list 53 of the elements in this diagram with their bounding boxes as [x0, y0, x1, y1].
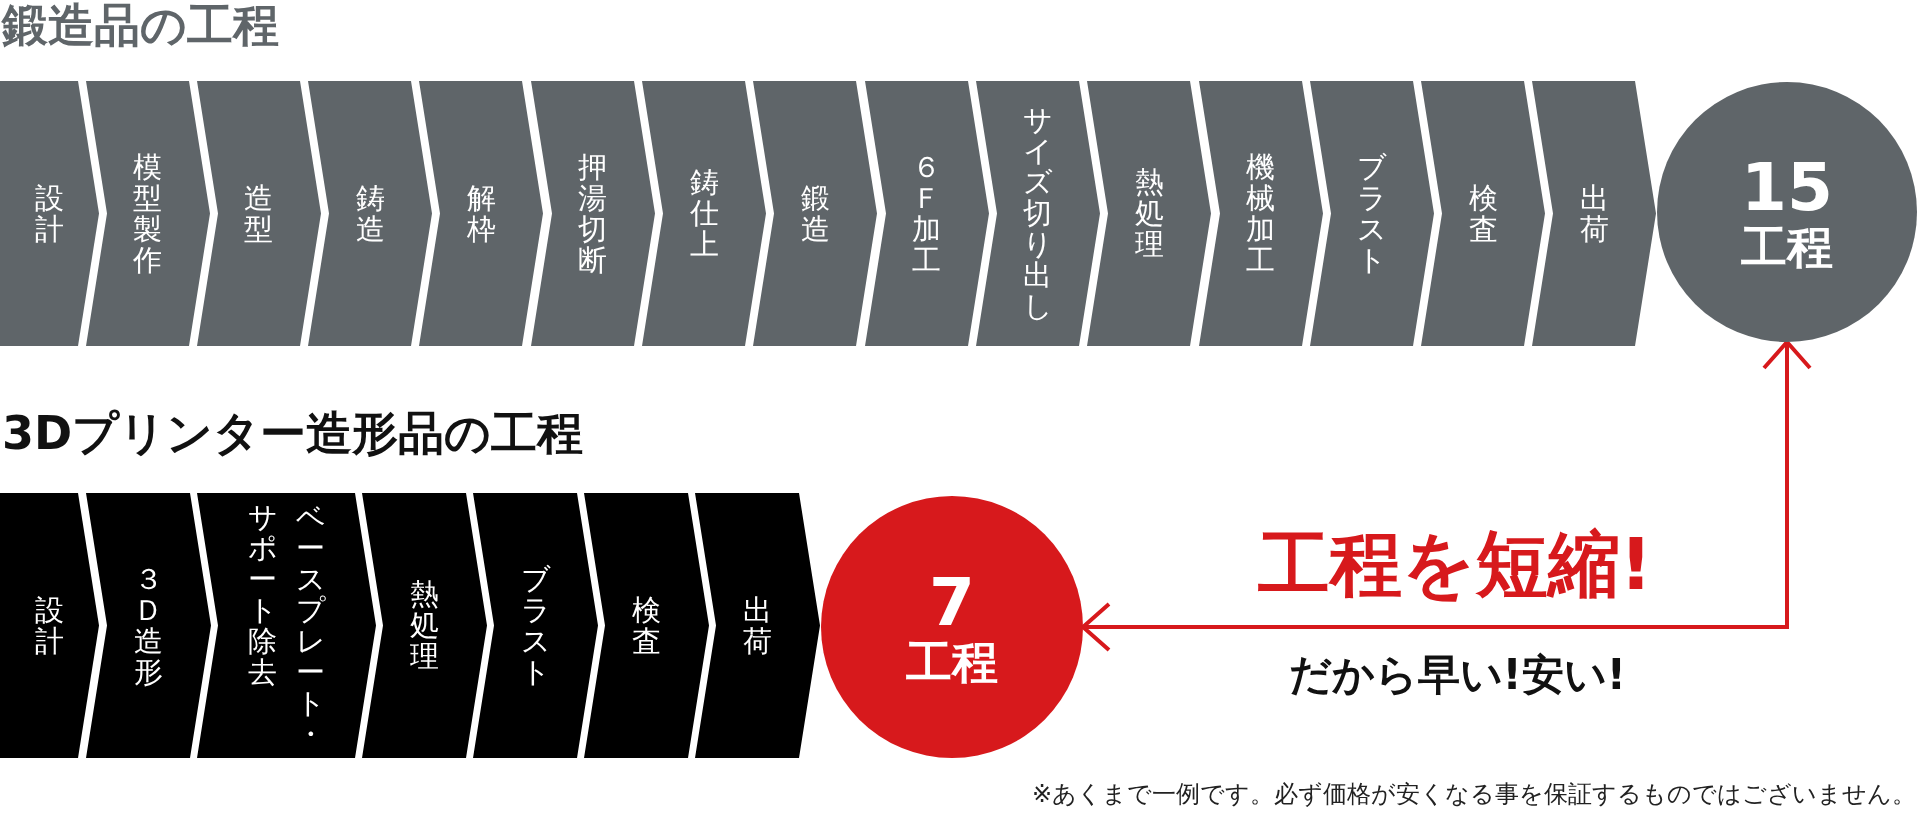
process-step — [584, 493, 709, 758]
process-step — [1087, 81, 1212, 346]
step-count-number: 7 — [929, 566, 975, 638]
tagline: だから早い!安い! — [1288, 650, 1626, 701]
process-step — [419, 81, 544, 346]
step-count-unit: 工程 — [1741, 222, 1833, 273]
step-label: 設計 — [34, 594, 65, 657]
process-step — [975, 81, 1100, 346]
step-label: 機械加工 — [1245, 151, 1276, 276]
step-label: ３Ｄ造形 — [133, 563, 164, 688]
step-label: 模型製作 — [132, 151, 163, 276]
section-heading: 3Dプリンター造形品の工程 — [2, 406, 584, 462]
step-count-number: 15 — [1741, 151, 1833, 223]
process-step — [695, 493, 820, 758]
process-step — [196, 81, 321, 346]
step-label: ベースプレート・サポート除去 — [246, 501, 327, 750]
process-step — [642, 81, 766, 346]
step-label: 検査 — [1467, 182, 1499, 245]
process-step — [1421, 81, 1546, 346]
process-step — [308, 81, 433, 346]
step-label: 造型 — [243, 182, 275, 245]
process-step — [197, 493, 376, 758]
step-count-unit: 工程 — [906, 637, 998, 688]
step-label: 設計 — [34, 182, 65, 245]
process-step — [1309, 81, 1434, 346]
arrow — [1081, 340, 1812, 652]
step-label: 鋳造 — [354, 182, 386, 245]
process-step — [753, 81, 878, 346]
process-step — [1532, 81, 1657, 346]
step-label: 検査 — [631, 594, 662, 657]
process-step — [473, 493, 598, 758]
process-step — [1198, 81, 1323, 346]
step-label: 鋳仕上 — [688, 167, 720, 260]
process-step — [86, 493, 211, 758]
step-label: ブラスト — [1355, 151, 1388, 276]
step-label: ブラスト — [519, 563, 552, 688]
step-label: 熱処理 — [409, 579, 440, 672]
step-label: ６Ｆ加工 — [911, 151, 943, 276]
process-step — [0, 493, 99, 758]
process-step — [530, 81, 655, 346]
step-label: 解枠 — [465, 182, 497, 245]
step-label: 鍛造 — [799, 182, 831, 245]
process-step — [864, 81, 989, 346]
process-step — [362, 493, 487, 758]
process-step — [85, 81, 210, 346]
step-label: 熱処理 — [1133, 167, 1165, 260]
section-heading: 鍛造品の工程 — [2, 0, 279, 54]
step-label: サイズ切り出し — [1021, 105, 1054, 322]
step-label: 押湯切断 — [577, 151, 609, 276]
footnote: ※あくまで一例です。必ず価格が安くなる事を保証するものではございません。 — [1031, 780, 1916, 809]
process-step — [0, 81, 99, 346]
step-label: 出荷 — [1578, 182, 1610, 245]
step-label: 出荷 — [742, 594, 773, 657]
